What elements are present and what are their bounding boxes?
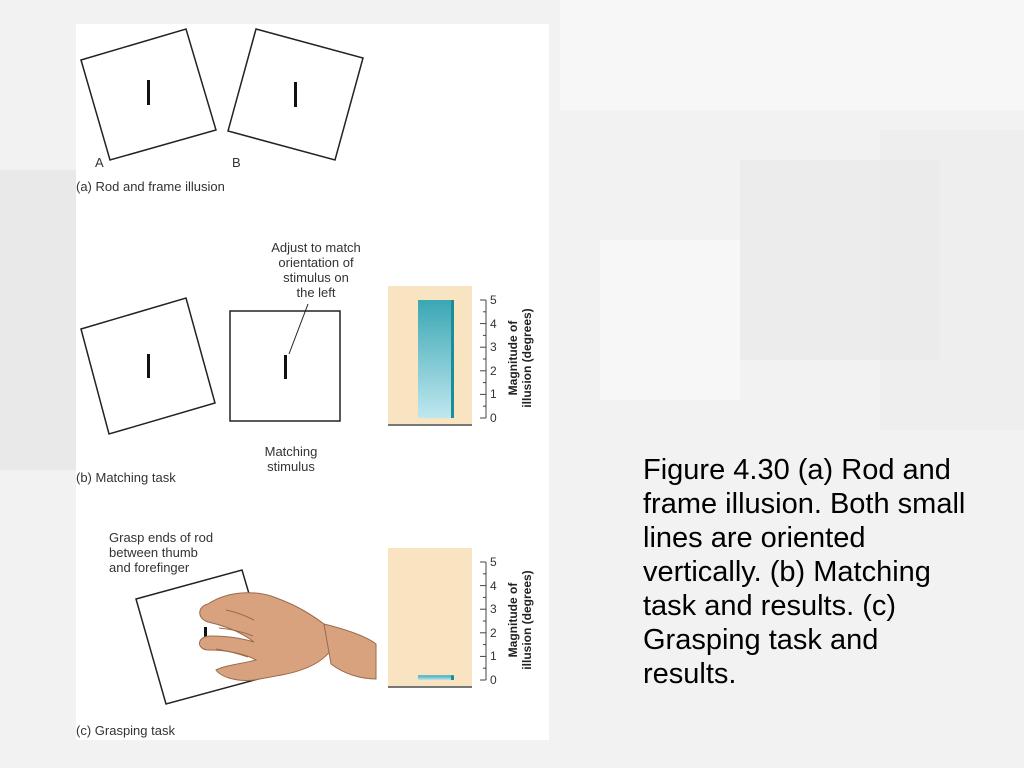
figure-panel: A B (a) Rod and frame illusion Adjust to…: [76, 24, 549, 740]
y-tick-label: 4: [490, 316, 497, 331]
y-tick-label: 0: [490, 411, 497, 425]
matching-rod: [284, 355, 287, 379]
panel-c-title: (c) Grasping task: [76, 723, 175, 738]
y-tick-label: 5: [490, 293, 497, 307]
frame-a-label: A: [95, 155, 104, 170]
chart-grasping: [388, 548, 487, 688]
frame-a: [80, 28, 217, 161]
panel-b-note: Adjust to match orientation of stimulus …: [271, 240, 361, 300]
bar-edge: [451, 675, 454, 680]
frame-b-left: [80, 297, 216, 435]
chart-background: [388, 548, 472, 688]
y-tick-label: 1: [490, 387, 497, 402]
y-tick-label: 2: [490, 625, 497, 640]
frame-b: [227, 28, 364, 161]
y-tick-label: 0: [490, 673, 497, 687]
figure-drawing: [80, 28, 487, 705]
bar-edge: [451, 300, 454, 418]
note-pointer-line: [288, 303, 309, 355]
frame-b-label: B: [232, 155, 241, 170]
chart-matching: [388, 286, 487, 426]
y-tick-label: 5: [490, 555, 497, 569]
panel-c-note: Grasp ends of rod between thumb and fore…: [109, 530, 214, 575]
rod-b: [294, 82, 297, 107]
y-tick-label: 1: [490, 649, 497, 664]
bar: [418, 675, 454, 680]
rod-b-left: [147, 354, 150, 378]
y-axis-title: Magnitude of illusion (degrees): [506, 570, 534, 670]
panel-a-title: (a) Rod and frame illusion: [76, 179, 225, 194]
hand-illustration: [199, 592, 377, 681]
panel-b-title: (b) Matching task: [76, 470, 176, 485]
y-axis-title: Magnitude of illusion (degrees): [506, 308, 534, 408]
y-tick-label: 3: [490, 340, 497, 355]
matching-frame: [229, 310, 341, 422]
bar: [418, 300, 454, 418]
figure-caption: Figure 4.30 (a) Rod and frame illusion. …: [643, 454, 966, 690]
y-tick-label: 3: [490, 602, 497, 617]
y-tick-label: 2: [490, 363, 497, 378]
y-tick-label: 4: [490, 578, 497, 593]
rod-a: [147, 80, 150, 105]
matching-stimulus-label: Matching stimulus: [264, 444, 318, 474]
